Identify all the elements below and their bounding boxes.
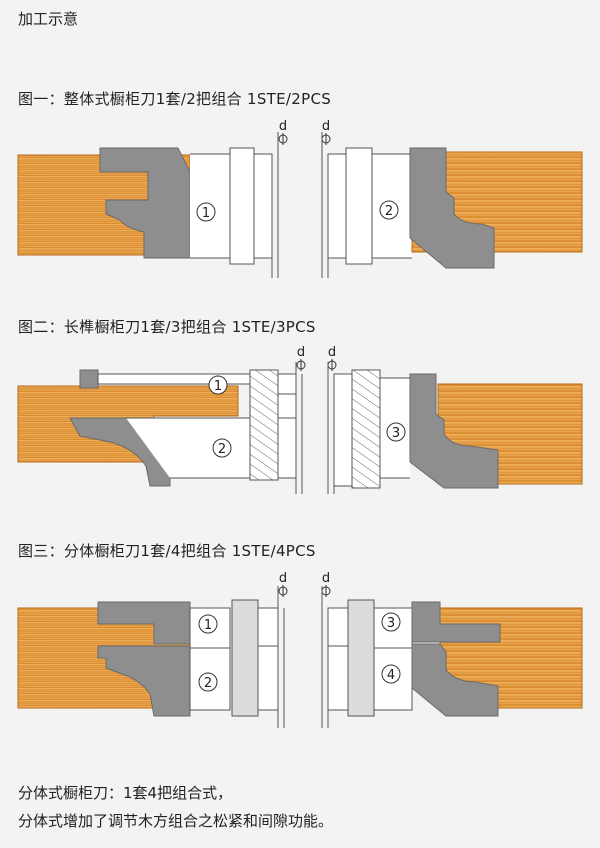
tool-collar-hatched-left (249, 369, 279, 481)
figure-3-title: 图三：分体橱柜刀1套/4把组合 1STE/4PCS (18, 542, 316, 560)
axis-label-right: d (328, 345, 336, 360)
tool-spindle-left (253, 153, 273, 259)
tool-number: 2 (385, 204, 393, 219)
tool-number: 1 (214, 379, 222, 394)
tool-collar-left (231, 599, 259, 717)
tool-collar-left (229, 147, 255, 265)
axis-label-right: d (322, 119, 330, 134)
tool-number: 3 (387, 616, 395, 631)
tool-number: 4 (387, 668, 395, 683)
cutter-profile-right-upper (411, 601, 501, 643)
figure-3-diagram: d d 1 2 3 4 (17, 571, 583, 728)
tool-collar-right (347, 599, 375, 717)
footer-line-1: 分体式橱柜刀：1套4把组合式， (18, 784, 233, 802)
tool-number: 2 (218, 442, 226, 457)
tool-number: 1 (202, 206, 210, 221)
cutter-profile-right (409, 373, 499, 489)
tool-spindle-right (327, 153, 347, 259)
cutter-small (79, 369, 99, 389)
cutter-profile-right-lower (411, 643, 499, 717)
tool-number: 3 (392, 426, 400, 441)
footer-line-2: 分体式增加了调节木方组合之松紧和间隙功能。 (18, 812, 334, 830)
axis-label-left: d (279, 119, 287, 134)
axis-label-left: d (279, 571, 287, 586)
tool-arm (97, 373, 251, 385)
cutter-profile-left-lower (97, 645, 191, 717)
axis-label-right: d (322, 571, 330, 586)
tool-number: 2 (204, 676, 212, 691)
tool-collar-right (345, 147, 373, 265)
cutter-profile-left (99, 147, 191, 259)
page-title: 加工示意 (18, 10, 79, 28)
figure-2-diagram: d d 1 2 3 (17, 345, 583, 494)
cutter-profile-right (409, 147, 495, 269)
tool-collar-hatched-right (351, 369, 381, 489)
figure-1-title: 图一：整体式橱柜刀1套/2把组合 1STE/2PCS (18, 90, 332, 108)
figure-2-title: 图二：长榫橱柜刀1套/3把组合 1STE/3PCS (18, 318, 316, 336)
cutter-profile-left-upper (97, 601, 191, 645)
axis-label-left: d (297, 345, 305, 360)
figure-1-diagram: d d 1 2 (17, 119, 583, 278)
tool-number: 1 (204, 618, 212, 633)
